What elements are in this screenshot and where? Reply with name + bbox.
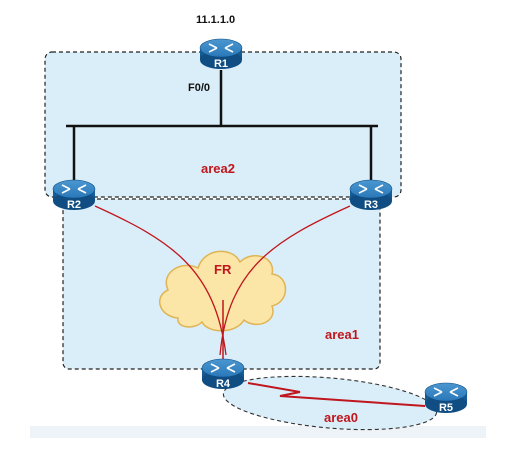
router-r3-label: R3 xyxy=(363,199,379,211)
router-r3[interactable] xyxy=(349,179,393,210)
router-r5-label: R5 xyxy=(438,402,454,414)
router-r4[interactable] xyxy=(201,358,245,389)
router-r2-label: R2 xyxy=(66,199,82,211)
serial-link-r4-r5 xyxy=(247,382,426,407)
fr-label: FR xyxy=(214,262,232,277)
fr-cloud xyxy=(158,250,287,332)
fr-link-r2 xyxy=(94,205,227,356)
router-r4-label: R4 xyxy=(215,378,231,390)
fr-link-r3 xyxy=(219,205,351,356)
area2-label: area2 xyxy=(201,161,235,176)
network-address-label: 11.1.1.0 xyxy=(196,14,236,26)
area0-label: area0 xyxy=(324,410,358,425)
router-r5[interactable] xyxy=(424,382,468,413)
router-r1-label: R1 xyxy=(213,58,229,70)
interface-label: F0/0 xyxy=(188,82,211,94)
area1-label: area1 xyxy=(325,327,359,342)
router-r2[interactable] xyxy=(52,179,96,210)
area0-region xyxy=(222,375,438,431)
router-r1[interactable] xyxy=(199,38,243,69)
